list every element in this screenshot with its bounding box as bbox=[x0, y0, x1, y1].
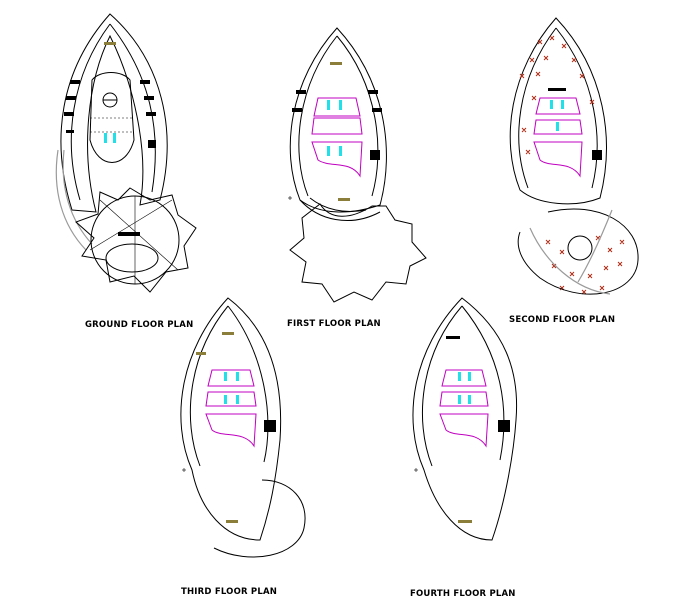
fourth-floor-plan: FOURTH FLOOR PLAN bbox=[410, 297, 518, 599]
third-floor-plan-label: THIRD FLOOR PLAN bbox=[181, 587, 277, 597]
first-floor-plan-label: FIRST FLOOR PLAN bbox=[287, 319, 381, 329]
ground-floor-plan: GROUND FLOOR PLAN bbox=[55, 13, 197, 330]
second-floor-plan-label: SECOND FLOOR PLAN bbox=[509, 315, 615, 325]
planting-pattern bbox=[519, 35, 625, 295]
fourth-floor-plan-label: FOURTH FLOOR PLAN bbox=[410, 589, 516, 599]
first-floor-plan: FIRST FLOOR PLAN bbox=[287, 27, 427, 329]
second-floor-plan: SECOND FLOOR PLAN bbox=[509, 17, 639, 325]
third-floor-plan: THIRD FLOOR PLAN bbox=[180, 297, 306, 597]
ground-floor-plan-label: GROUND FLOOR PLAN bbox=[85, 320, 193, 330]
